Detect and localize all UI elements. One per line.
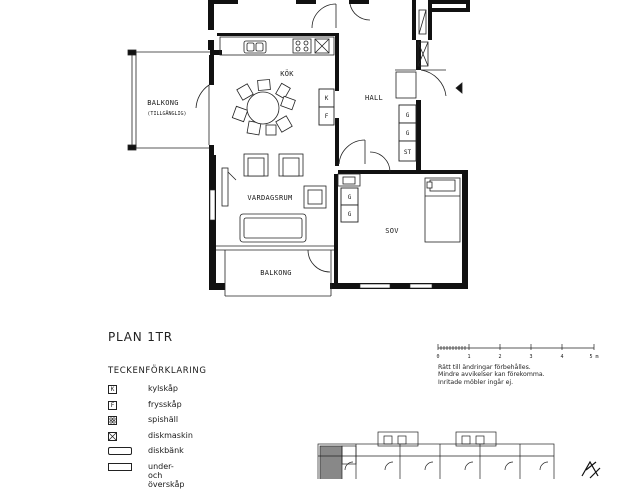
sink-symbol-icon (108, 447, 132, 455)
freezer-symbol-icon: F (108, 400, 117, 410)
room-label-kitchen: KÖK (280, 69, 294, 78)
room-label-balcony: BALKONG (260, 269, 292, 277)
accessible-balcony (127, 49, 210, 151)
disclaimer-notes: Rätt till ändringar förbehålles. Mindre … (438, 364, 545, 386)
room-label-hall: HALL (365, 94, 383, 102)
dining-table (231, 79, 296, 136)
hall-wardrobe-label-2: G (406, 130, 410, 137)
legend-label: diskmaskin (148, 430, 193, 440)
legend-label: spishäll (148, 415, 179, 424)
scale-tick-4: 4 (560, 354, 563, 360)
floor-plan: K F (127, 0, 601, 479)
scale-tick-1: 1 (467, 354, 470, 360)
upper-doors (311, 3, 429, 67)
kitchen-counter (219, 36, 335, 56)
key-plan (317, 431, 555, 479)
scale-tick-5: 5 m (589, 354, 598, 360)
hall-elements (338, 69, 463, 173)
hob-symbol-icon (108, 416, 117, 425)
scale-tick-3: 3 (529, 354, 532, 360)
bottom-balcony (216, 245, 334, 297)
room-label-living-room: VARDAGSRUM (247, 194, 292, 202)
dishwasher-symbol-icon (108, 431, 117, 441)
fridge-freezer: K F (318, 88, 335, 126)
room-label-accessible-balcony: BALKONG (147, 99, 179, 107)
legend-label: diskbänk (148, 446, 184, 455)
scale-bar (437, 344, 595, 350)
plan-title: PLAN 1TR (108, 330, 173, 344)
cleaning-closet-label: ST (404, 149, 412, 156)
hall-wardrobes: G G ST (398, 104, 417, 162)
legend-label: under- och överskåp (148, 461, 185, 489)
room-label-bedroom: SOV (385, 227, 399, 235)
walls (208, 0, 470, 290)
bed (424, 177, 461, 243)
scale-tick-0: 0 (436, 354, 439, 360)
legend-title: TECKENFÖRKLARING (108, 366, 207, 376)
bedroom-wardrobe-label-1: G (348, 194, 352, 201)
bedroom-wardrobe-label-2: G (348, 211, 352, 218)
north-arrow-icon (581, 460, 601, 479)
window-marks (209, 189, 433, 289)
scale-tick-2: 2 (498, 354, 501, 360)
note-line: Mindre avvikelser kan förekomma. (438, 371, 545, 379)
fridge-symbol-icon: K (108, 385, 117, 394)
freezer-label: F (325, 113, 329, 120)
cabinets-symbol-icon (108, 462, 132, 471)
note-line: Rätt till ändringar förbehålles. (438, 364, 531, 371)
hall-wardrobe-label-1: G (406, 112, 410, 119)
scale-ticks: 0 1 2 3 4 5 m (436, 354, 598, 360)
bedroom-wardrobes: G G (337, 173, 361, 223)
legend-label: kylskåp (148, 384, 178, 393)
room-label-accessible-balcony-note: (TILLGÄNGLIG) (147, 110, 186, 117)
living-room-furniture (221, 153, 327, 243)
fridge-label: K (325, 95, 329, 102)
note-line: Inritade möbler ingår ej. (438, 378, 514, 386)
legend-label: frysskåp (148, 399, 182, 409)
